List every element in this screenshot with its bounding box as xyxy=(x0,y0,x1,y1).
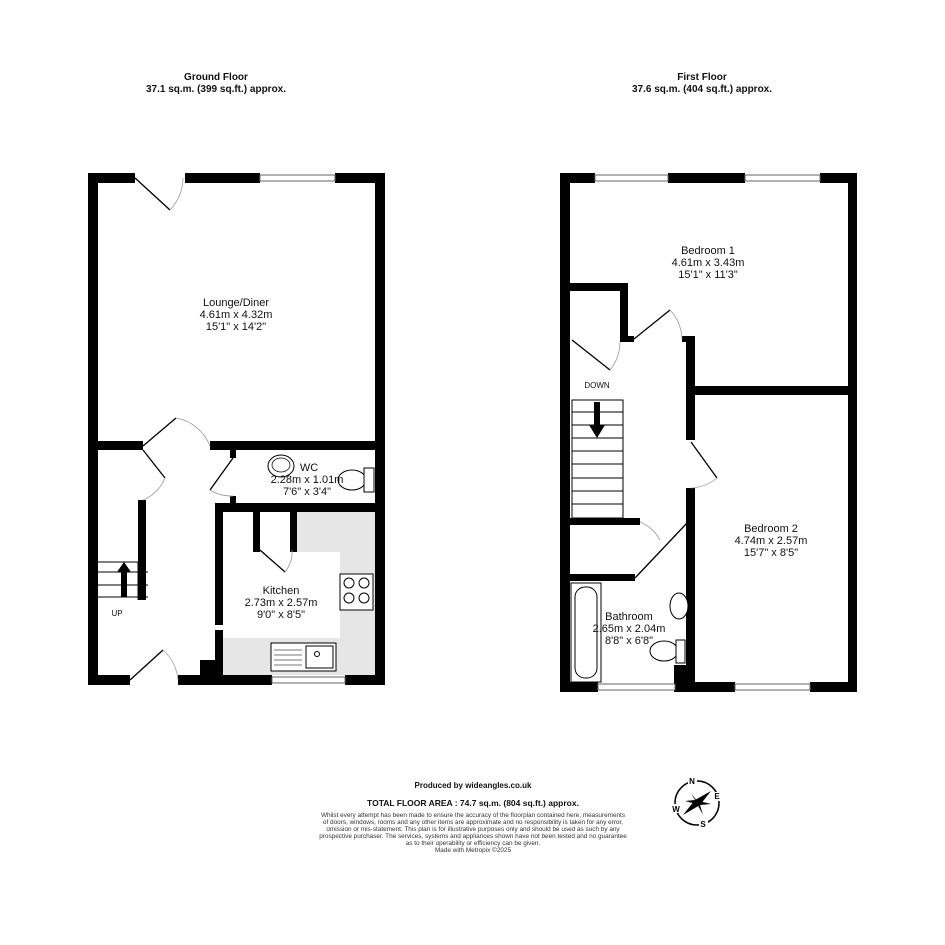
first-floor-title: First Floor xyxy=(677,72,727,83)
hob-icon xyxy=(339,573,374,611)
stairs-down-label: DOWN xyxy=(584,381,610,390)
svg-text:W: W xyxy=(672,805,680,814)
ground-floor-title: Ground Floor xyxy=(184,72,248,83)
disclaimer-line: as to their operability or efficiency ca… xyxy=(406,840,541,847)
window xyxy=(594,174,669,182)
disclaimer-line: of doors, windows, rooms and any other i… xyxy=(323,819,623,826)
svg-text:Bedroom 2: Bedroom 2 xyxy=(744,523,798,535)
toilet-icon xyxy=(337,467,375,493)
svg-text:Bedroom 1: Bedroom 1 xyxy=(681,245,735,257)
wc-basin-icon xyxy=(267,454,295,478)
disclaimer-line: omission or mis-statement. This plan is … xyxy=(326,826,620,833)
bath-icon xyxy=(570,582,602,683)
first-floor-walls xyxy=(560,173,857,692)
svg-text:2.28m x 1.01m: 2.28m x 1.01m xyxy=(271,474,344,486)
svg-text:15'7" x 8'5": 15'7" x 8'5" xyxy=(744,547,798,559)
window xyxy=(597,683,676,691)
window xyxy=(734,683,811,691)
toilet-icon xyxy=(649,639,686,664)
basin-icon xyxy=(669,592,689,620)
compass-icon: N E S W xyxy=(671,776,721,829)
stairs-up-arrow-icon xyxy=(117,562,131,597)
disclaimer-line: Whilst every attempt has been made to en… xyxy=(321,812,625,819)
svg-text:2.73m x 2.57m: 2.73m x 2.57m xyxy=(245,597,318,609)
svg-text:4.74m x 2.57m: 4.74m x 2.57m xyxy=(735,535,808,547)
stairs-up-label: UP xyxy=(111,609,122,618)
ground-floor-plan: UP Lounge/Diner 4.61m x 4.32m 15'1" x 14… xyxy=(88,173,385,685)
room-label-lounge-diner: Lounge/Diner 4.61m x 4.32m 15'1" x 14'2" xyxy=(200,297,273,333)
svg-text:8'8" x 6'8": 8'8" x 6'8" xyxy=(605,635,653,647)
window xyxy=(259,174,336,182)
svg-text:2.65m x 2.04m: 2.65m x 2.04m xyxy=(593,623,666,635)
room-label-kitchen: Kitchen 2.73m x 2.57m 9'0" x 8'5" xyxy=(245,585,318,621)
svg-text:15'1" x 14'2": 15'1" x 14'2" xyxy=(206,321,266,333)
made-with: Made with Metropix ©2025 xyxy=(435,846,512,854)
doors xyxy=(129,177,293,681)
svg-text:N: N xyxy=(689,777,695,786)
svg-text:Bathroom: Bathroom xyxy=(605,611,653,623)
window xyxy=(271,676,346,684)
room-label-bedroom-2: Bedroom 2 4.74m x 2.57m 15'7" x 8'5" xyxy=(735,523,808,559)
disclaimer-line: prospective purchaser. The services, sys… xyxy=(319,833,627,840)
ground-floor-area: 37.1 sq.m. (399 sq.ft.) approx. xyxy=(146,84,286,95)
doors xyxy=(571,309,718,579)
room-label-bedroom-1: Bedroom 1 4.61m x 3.43m 15'1" x 11'3" xyxy=(672,245,745,281)
sink-icon xyxy=(270,642,337,672)
stairs-down-arrow-icon xyxy=(589,402,605,438)
first-floor-area: 37.6 sq.m. (404 sq.ft.) approx. xyxy=(632,84,772,95)
window xyxy=(744,174,821,182)
svg-text:S: S xyxy=(700,820,706,829)
svg-text:7'6" x 3'4": 7'6" x 3'4" xyxy=(283,486,331,498)
svg-text:9'0" x 8'5": 9'0" x 8'5" xyxy=(257,609,305,621)
room-label-wc: WC 2.28m x 1.01m 7'6" x 3'4" xyxy=(271,462,344,498)
first-floor-plan: DOWN Bedroom 1 4.61m x 3.43m 15'1" x 11'… xyxy=(560,173,857,692)
produced-by: Produced by wideangles.co.uk xyxy=(415,781,532,790)
total-floor-area: TOTAL FLOOR AREA : 74.7 sq.m. (804 sq.ft… xyxy=(367,798,579,808)
svg-text:WC: WC xyxy=(300,462,318,474)
svg-text:4.61m x 4.32m: 4.61m x 4.32m xyxy=(200,309,273,321)
svg-text:Lounge/Diner: Lounge/Diner xyxy=(203,297,269,309)
svg-text:4.61m x 3.43m: 4.61m x 3.43m xyxy=(672,257,745,269)
room-label-bathroom: Bathroom 2.65m x 2.04m 8'8" x 6'8" xyxy=(593,611,666,647)
svg-text:E: E xyxy=(714,792,720,801)
svg-text:Kitchen: Kitchen xyxy=(263,585,300,597)
svg-text:15'1" x 11'3": 15'1" x 11'3" xyxy=(678,269,738,281)
ground-floor-walls xyxy=(88,173,385,685)
